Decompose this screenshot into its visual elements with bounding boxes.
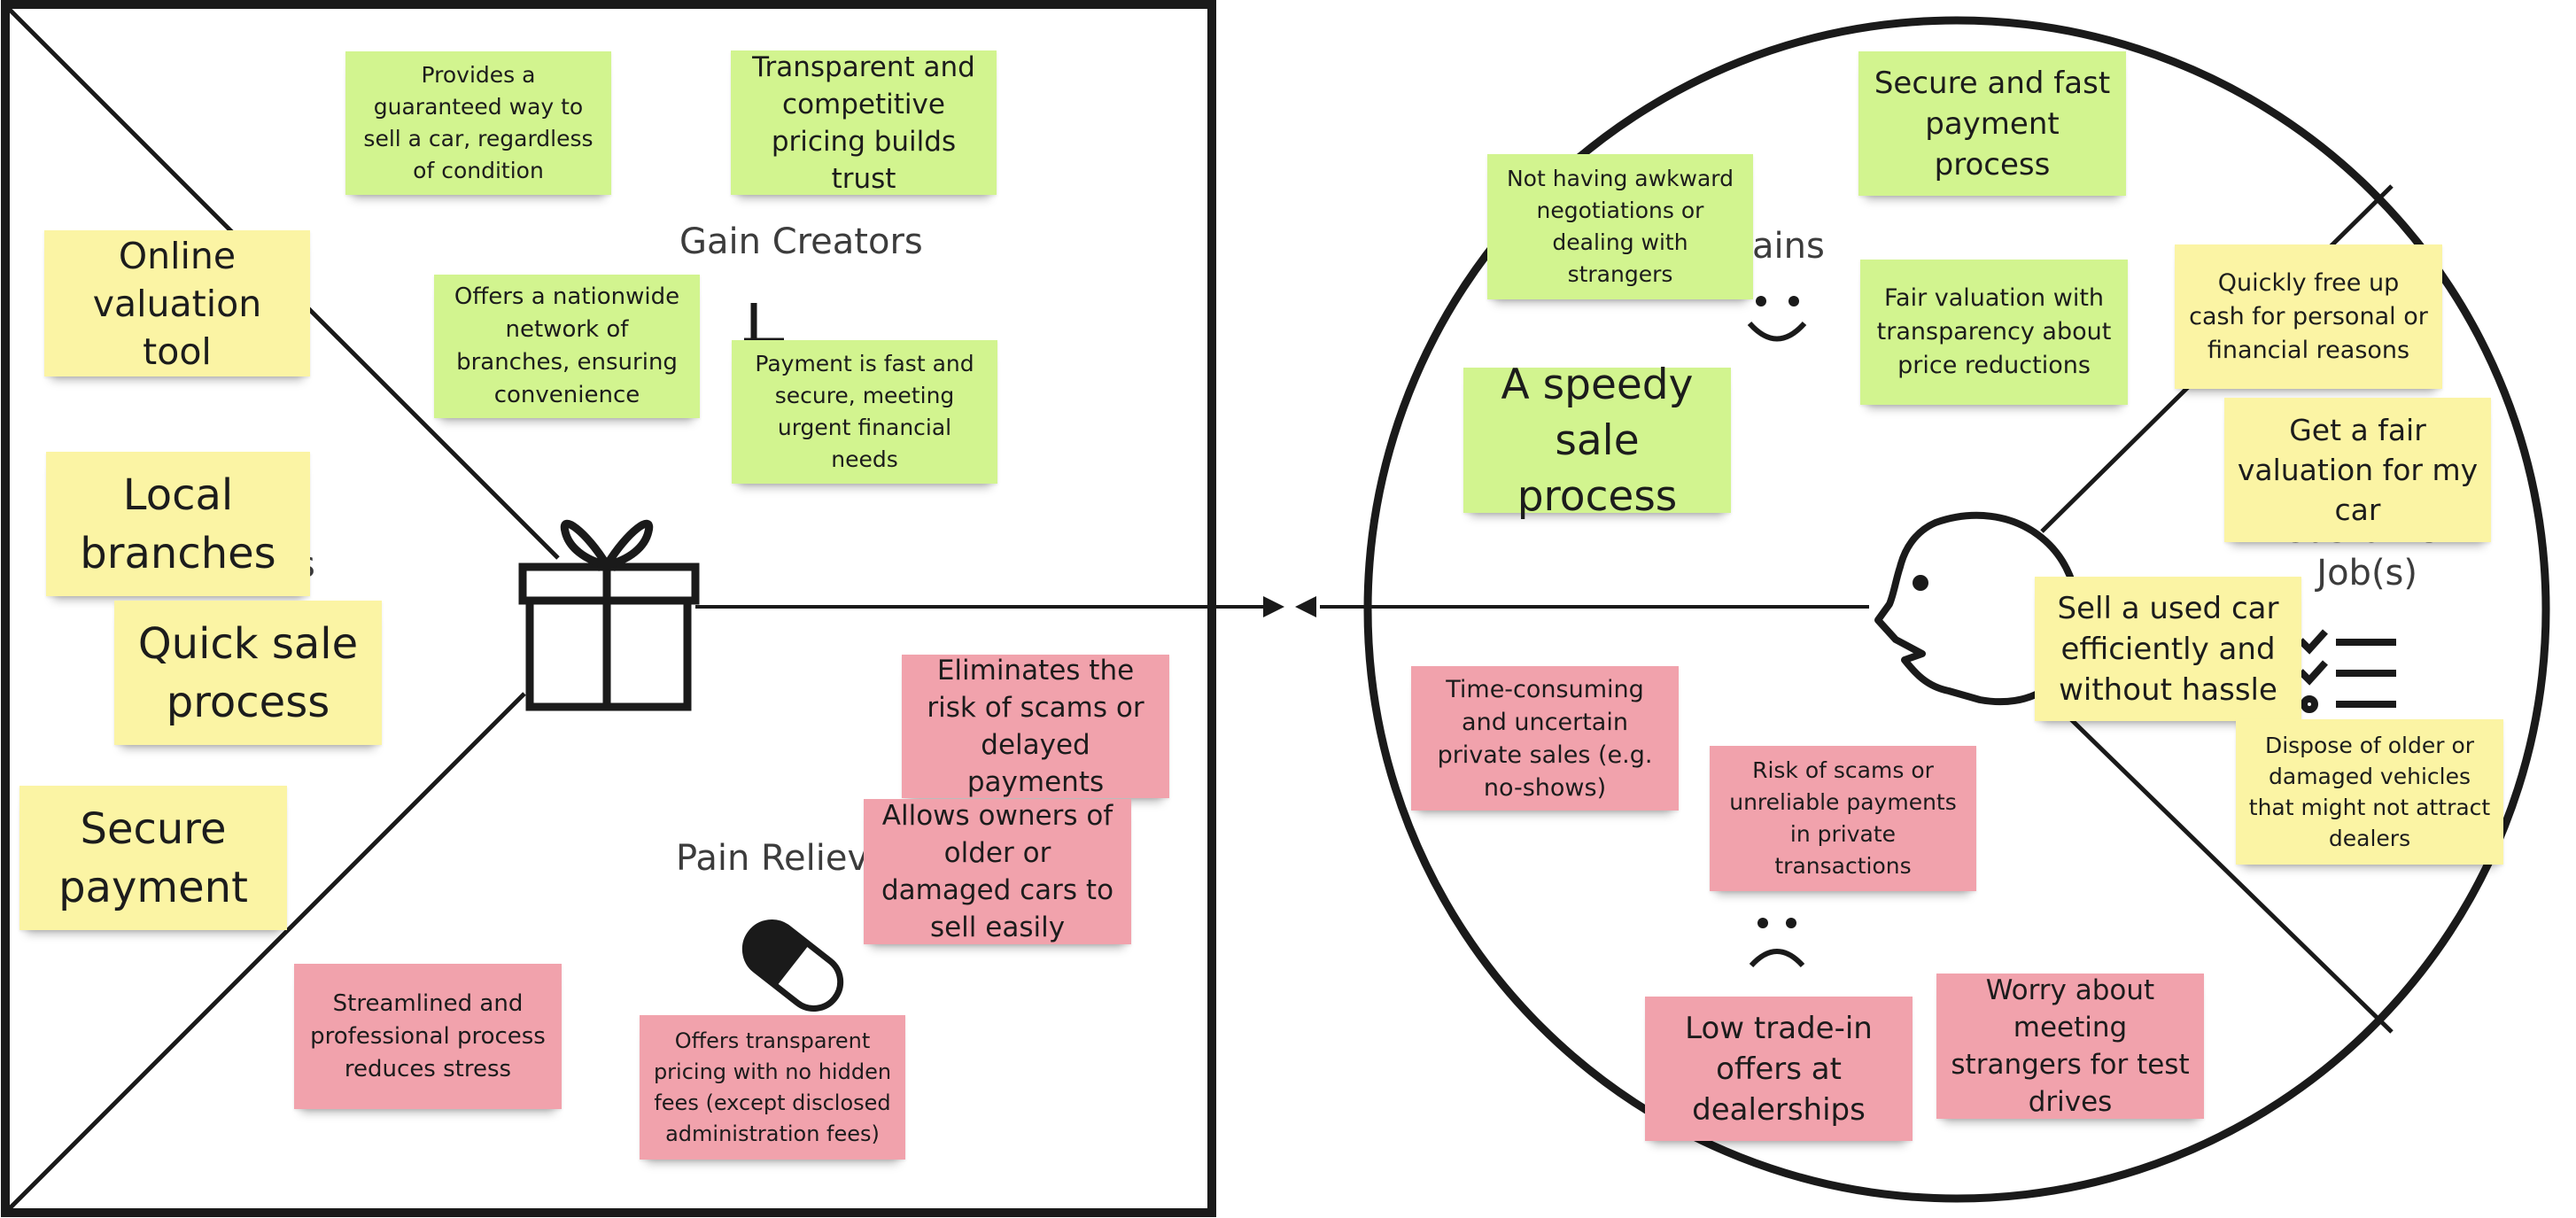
gain-creator-note[interactable]: Transparent and competitive pricing buil… — [731, 50, 997, 195]
product-note[interactable]: Quick sale process — [114, 601, 382, 745]
job-note[interactable]: Dispose of older or damaged vehicles tha… — [2236, 719, 2503, 865]
pain-note[interactable]: Time-consuming and uncertain private sal… — [1411, 666, 1679, 811]
smile-icon — [1747, 296, 1807, 342]
arrow-left-icon — [1295, 596, 1316, 617]
pain-reliever-note[interactable]: Streamlined and professional process red… — [294, 964, 562, 1109]
gain-note[interactable]: A speedy sale process — [1463, 361, 1731, 521]
job-note[interactable]: Sell a used car efficiently and without … — [2035, 577, 2301, 721]
gain-creators-label: Gain Creators — [679, 221, 923, 262]
gain-creator-note[interactable]: Provides a guaranteed way to sell a car,… — [345, 51, 611, 195]
jobs-divider-lower — [2040, 689, 2394, 1034]
arrow-right-icon — [1263, 596, 1284, 617]
pain-reliever-note[interactable]: Eliminates the risk of scams or delayed … — [902, 655, 1169, 798]
gift-icon — [518, 519, 700, 711]
product-note[interactable]: Online valuation tool — [44, 230, 310, 376]
pill-icon — [741, 919, 844, 1012]
job-note[interactable]: Get a fair valuation for my car — [2224, 398, 2491, 542]
value-map-diagonal-lower — [5, 692, 526, 1213]
gain-creator-note[interactable]: Payment is fast and secure, meeting urge… — [732, 340, 997, 484]
gain-note[interactable]: Fair valuation with transparency about p… — [1860, 260, 2128, 405]
frown-icon — [1749, 918, 1805, 968]
gain-note[interactable]: Secure and fast payment process — [1858, 51, 2126, 196]
pain-note[interactable]: Worry about meeting strangers for test d… — [1936, 974, 2204, 1119]
pain-relievers-label: Pain Reliev — [676, 838, 869, 879]
face-profile-icon — [1874, 511, 2082, 706]
product-note[interactable]: Secure payment — [19, 786, 287, 930]
pain-reliever-note[interactable]: Offers transparent pricing with no hidde… — [640, 1015, 905, 1160]
customer-jobs-label-line2: Job(s) — [2316, 553, 2417, 593]
gains-label: ains — [1752, 226, 1825, 267]
pain-note[interactable]: Risk of scams or unreliable payments in … — [1710, 746, 1976, 891]
gain-creator-note[interactable]: Offers a nationwide network of branches,… — [434, 275, 700, 418]
gain-note[interactable]: Not having awkward negotiations or deali… — [1487, 154, 1753, 299]
pain-reliever-note[interactable]: Allows owners of older or damaged cars t… — [864, 799, 1131, 944]
job-note[interactable]: Quickly free up cash for personal or fin… — [2175, 244, 2442, 389]
customer-profile-circle — [1363, 16, 2550, 1203]
gain-creators-icon — [744, 303, 784, 345]
product-note[interactable]: Local branches — [46, 452, 310, 596]
pain-note[interactable]: Low trade-in offers at dealerships — [1645, 997, 1913, 1141]
checklist-icon — [2298, 629, 2396, 713]
